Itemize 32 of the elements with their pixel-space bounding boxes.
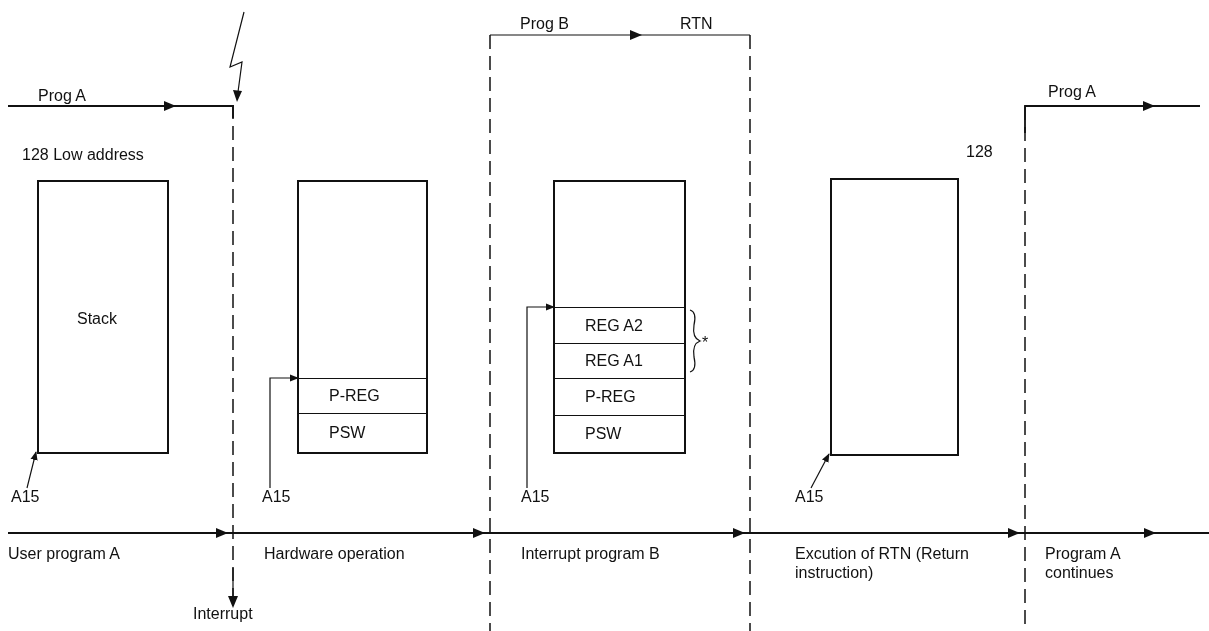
- pointer-arrow: [526, 303, 555, 489]
- program-label: Prog B: [520, 14, 569, 33]
- address-label: 128: [966, 142, 993, 161]
- footnote-mark: *: [702, 333, 709, 352]
- stack-box: [553, 180, 686, 454]
- pointer-label: A15: [795, 488, 831, 508]
- event-label: Interrupt: [193, 604, 253, 623]
- address-label: 128 Low address: [22, 145, 144, 164]
- stack-slot: P-REG: [555, 378, 684, 415]
- stack-box: [297, 180, 428, 454]
- stack-box: [37, 180, 169, 454]
- stack-slot: PSW: [299, 413, 426, 452]
- pointer-arrow: [810, 453, 830, 489]
- program-label: Prog A: [38, 86, 87, 105]
- program-label: Prog A: [1048, 82, 1097, 101]
- pointer-label: A15: [521, 488, 557, 508]
- phase-label: Excution of RTN (Return instruction): [795, 544, 970, 582]
- stack-slot: P-REG: [299, 378, 426, 413]
- pointer-label: A15: [11, 488, 47, 508]
- stack-label: Stack: [77, 309, 117, 328]
- stack-box: [830, 178, 959, 456]
- phase-label: Hardware operation: [264, 544, 405, 563]
- phase-label: Interrupt program B: [521, 544, 660, 563]
- program-label: RTN: [680, 14, 713, 33]
- phase-label: Program A continues: [1045, 544, 1122, 582]
- pointer-arrow: [26, 451, 38, 489]
- phase-label: User program A: [8, 544, 121, 563]
- pointer-arrow: [269, 374, 299, 489]
- stack-slot: REG A1: [555, 343, 684, 378]
- stack-slot: PSW: [555, 415, 684, 452]
- stack-slot: REG A2: [555, 307, 684, 343]
- pointer-label: A15: [262, 488, 298, 508]
